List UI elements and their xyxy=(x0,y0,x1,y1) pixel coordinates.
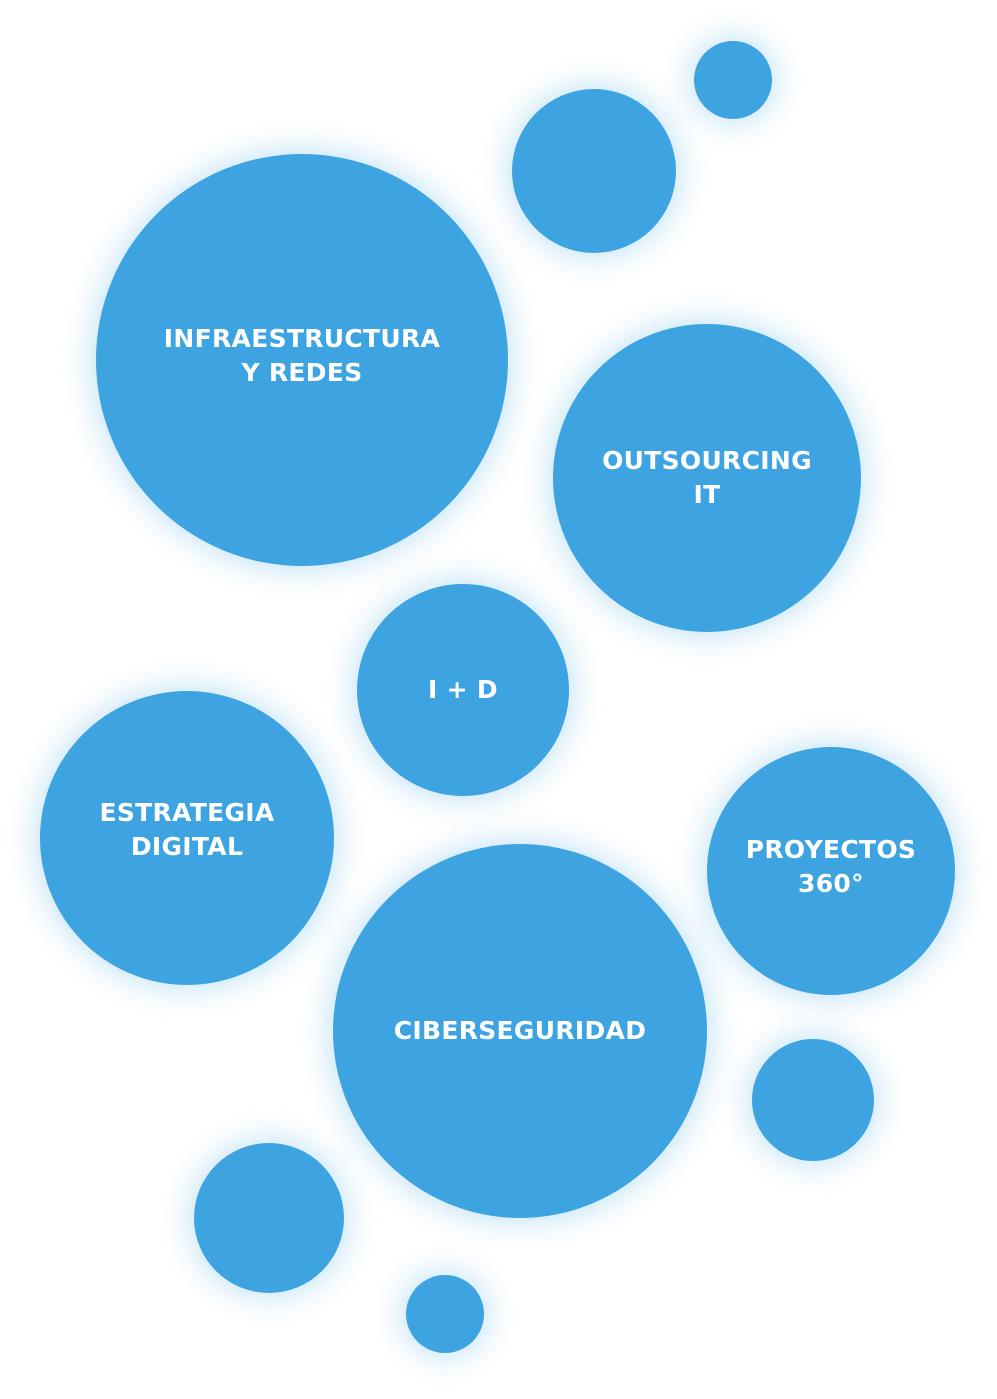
bubble-label-line: CIBERSEGURIDAD xyxy=(393,1016,647,1045)
bubble-label-line: IT xyxy=(693,480,721,509)
bubble-i-d: I + D xyxy=(357,584,569,796)
bubble-label-line: PROYECTOS xyxy=(745,835,917,864)
decor-bubble-bottom-small xyxy=(406,1275,484,1353)
bubble-label-line: DIGITAL xyxy=(130,832,244,861)
bubble-label-line: 360° xyxy=(798,869,864,898)
bubble-infraestructura: INFRAESTRUCTURA Y REDES xyxy=(96,154,508,566)
decor-bubble-top xyxy=(512,89,676,253)
decor-bubble-top-small xyxy=(694,41,772,119)
bubble-label-line: Y REDES xyxy=(241,358,363,387)
bubble-label-line: OUTSOURCING xyxy=(602,446,812,475)
bubble-label-line: ESTRATEGIA xyxy=(99,798,275,827)
bubble-label-line: INFRAESTRUCTURA xyxy=(163,324,441,353)
bubble-estrategia: ESTRATEGIA DIGITAL xyxy=(40,691,334,985)
bubble-proyectos: PROYECTOS 360° xyxy=(707,747,955,995)
decor-bubble-right xyxy=(752,1039,874,1161)
bubble-outsourcing: OUTSOURCING IT xyxy=(553,324,861,632)
bubble-label-line: I + D xyxy=(428,675,498,704)
decor-bubble-bottom-left xyxy=(194,1143,344,1293)
bubble-ciberseguridad: CIBERSEGURIDAD xyxy=(333,844,707,1218)
